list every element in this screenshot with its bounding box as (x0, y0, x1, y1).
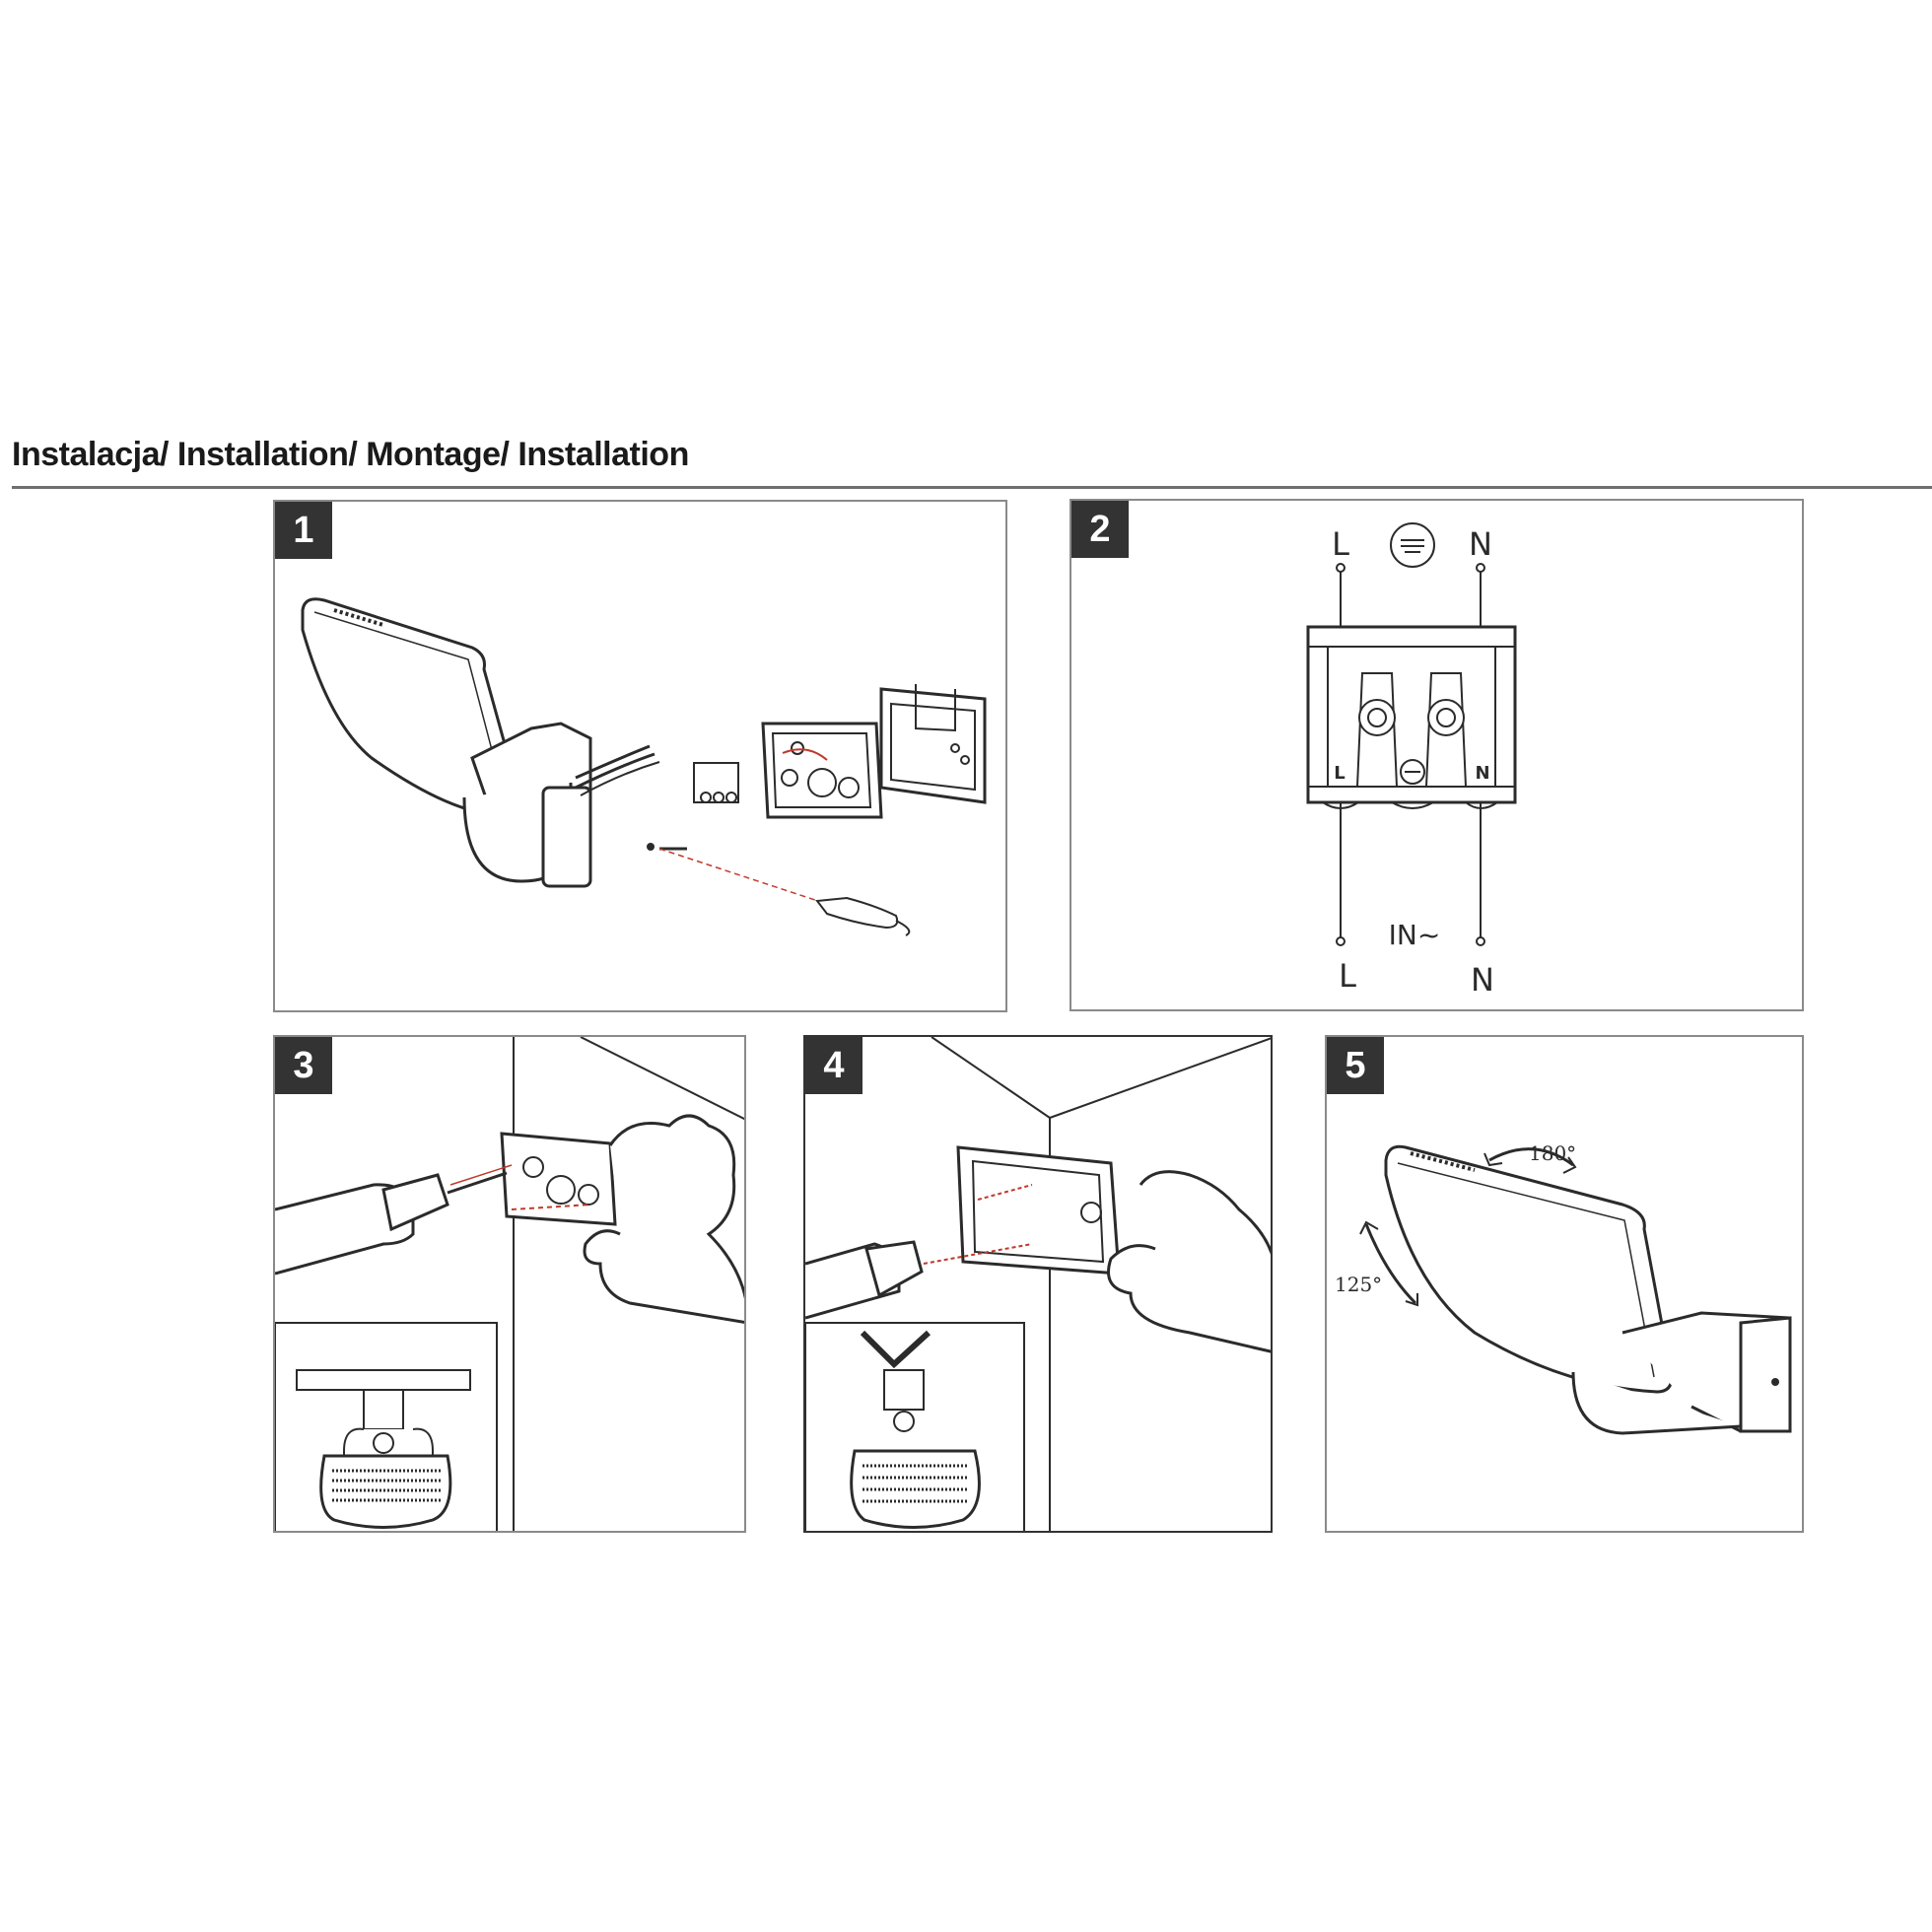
step-1-panel: 1 (273, 500, 1007, 1012)
tilt-arrow-icon (1364, 1223, 1417, 1305)
step-4-badge: 4 (805, 1037, 862, 1094)
installation-heading: Instalacja/ Installation/ Montage/ Insta… (12, 436, 689, 473)
heading-divider (12, 486, 1932, 489)
step-2-badge: 2 (1071, 501, 1129, 558)
step-3-badge: 3 (275, 1037, 332, 1094)
step-5-panel: 5 180° 125° (1325, 1035, 1804, 1533)
floodlight-wiring-illustration (301, 597, 987, 936)
step-3-panel: 3 (273, 1035, 746, 1533)
head-adjustment-illustration: 180° 125° (1335, 1141, 1792, 1435)
terminal-wiring-diagram: L N L N IN~ L N (1306, 522, 1517, 999)
terminal-l-label: L (1334, 763, 1345, 784)
top-l-label: L (1332, 525, 1349, 563)
bottom-l-label: L (1339, 957, 1356, 995)
terminal-n-label: N (1475, 763, 1489, 784)
step-4-panel: 4 (803, 1035, 1273, 1533)
tilt-angle-label: 125° (1335, 1273, 1382, 1296)
screw-mounting-illustration (805, 1037, 1271, 1531)
step-2-panel: 2 L N L N IN~ L N (1070, 499, 1804, 1011)
input-label: IN~ (1389, 919, 1441, 951)
top-n-label: N (1469, 525, 1492, 563)
rotate-angle-label: 180° (1529, 1141, 1576, 1165)
bottom-n-label: N (1471, 961, 1494, 999)
rotate-arrow-icon (1488, 1147, 1574, 1167)
step-1-badge: 1 (275, 502, 332, 559)
wall-mount-drilling-illustration (275, 1037, 744, 1531)
step-5-badge: 5 (1327, 1037, 1384, 1094)
